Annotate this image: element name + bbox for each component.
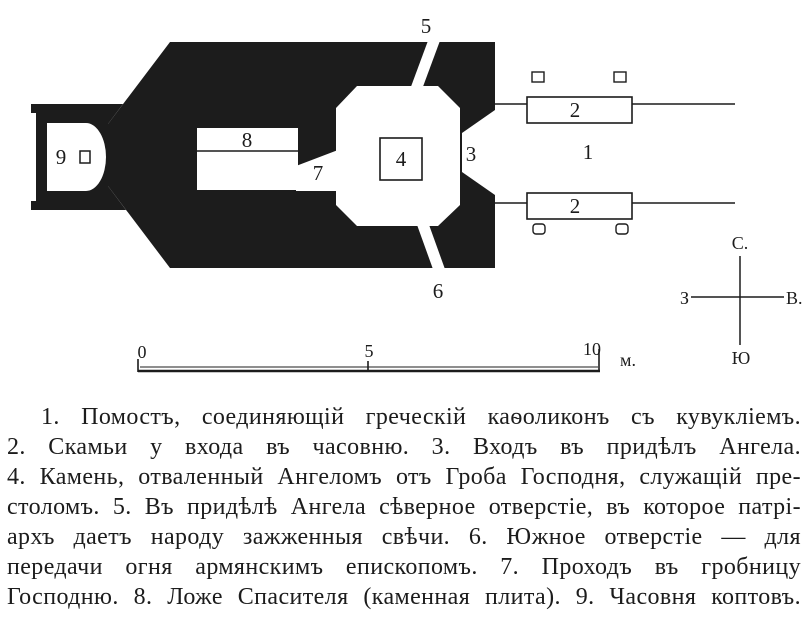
compass-south-label: Ю	[732, 348, 751, 368]
label-tomb-bed: 8	[242, 128, 253, 152]
tomb-chamber	[197, 128, 298, 190]
caption-line: архъ даетъ народу зажженныя свѣчи. 6. Юж…	[7, 524, 801, 550]
platform	[495, 71, 735, 235]
label-bench-north: 2	[570, 98, 581, 122]
edicule-structure	[31, 38, 495, 272]
scale-unit: м.	[620, 350, 636, 370]
label-bench-south: 2	[570, 194, 581, 218]
south-opening	[416, 222, 446, 272]
label-entrance: 3	[466, 142, 477, 166]
compass-north-label: С.	[732, 233, 749, 253]
caption-line: 4. Камень, отваленный Ангеломъ отъ Гроба…	[7, 464, 801, 490]
coptic-chapel-ledge-bottom	[31, 201, 39, 210]
north-opening	[409, 38, 441, 92]
caption-line: передачи огня армянскимъ епископомъ. 7. …	[7, 554, 801, 580]
scale-label-middle: 5	[365, 341, 374, 361]
coptic-chapel-interior	[47, 123, 106, 191]
bench-north	[526, 96, 633, 124]
angel-stone	[379, 137, 423, 181]
plan-caption: 1. Помостъ, соединяющій греческій каѳоли…	[7, 402, 801, 612]
caption-line: столомъ. 5. Въ придѣлѣ Ангела сѣверное о…	[7, 494, 801, 520]
compass-rose: С. З В. Ю	[680, 233, 803, 368]
coptic-chapel-ledge-top	[31, 104, 39, 113]
scale-labels: 0 5 10 м.	[138, 339, 636, 370]
bench-south	[526, 192, 633, 220]
scale-label-end: 10	[583, 339, 601, 359]
caption-line: 1. Помостъ, соединяющій греческій каѳоли…	[41, 404, 801, 430]
plan-labels: 5 8 4 3 7 2 1 2 9 6	[56, 14, 594, 303]
label-coptic-chapel: 9	[56, 145, 67, 169]
compass-east-label: В.	[786, 288, 803, 308]
label-platform: 1	[583, 140, 594, 164]
tomb-passage	[296, 150, 338, 191]
bench-south-post-right	[615, 223, 629, 235]
bench-south-post-left	[532, 223, 546, 235]
label-stone: 4	[396, 147, 407, 171]
scale-label-start: 0	[138, 342, 147, 362]
scale-bar	[137, 349, 600, 373]
caption-line: 2. Скамьи у входа въ часовню. 3. Входъ в…	[7, 434, 801, 460]
label-south-opening: 6	[433, 279, 444, 303]
label-north-opening: 5	[421, 14, 432, 38]
caption-line: Господню. 8. Ложе Спасителя (каменная пл…	[7, 584, 801, 610]
bench-north-post-right	[613, 71, 627, 83]
coptic-chapel-altar	[79, 150, 91, 164]
edicule-floor-plan: 5 8 4 3 7 2 1 2 9 6 С. З В. Ю 0 5 10 м.	[31, 14, 803, 373]
label-passage: 7	[313, 161, 324, 185]
bench-north-post-left	[531, 71, 545, 83]
compass-west-label: З	[680, 288, 689, 308]
